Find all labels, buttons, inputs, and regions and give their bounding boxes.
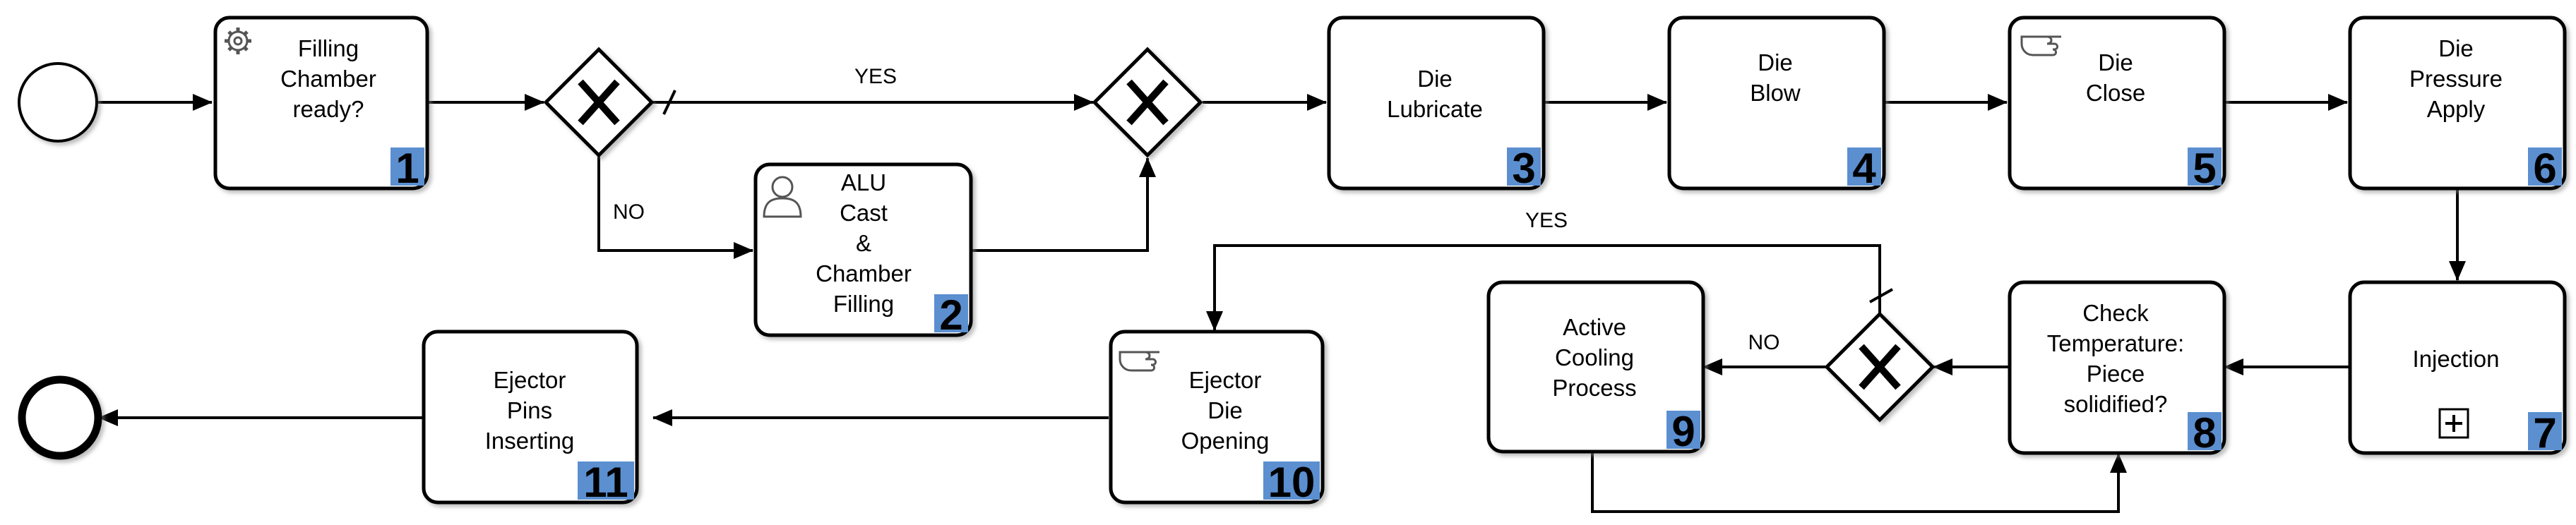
task-number: 2 [939,291,962,339]
task-label-line: Pressure [2409,66,2503,92]
task-box[interactable] [2008,280,2226,455]
user-icon [763,176,802,218]
task-number-badge [2188,412,2222,450]
task-number: 1 [395,145,419,192]
task-label-line: Process [1552,375,1636,401]
task-label-line: Piece [2087,361,2145,387]
task-number-badge [1507,147,1541,186]
task-label-line: Temperature: [2047,330,2184,356]
task-label-line: Check [2082,300,2149,326]
task-label-line: Ejector [1189,367,1262,393]
task-label-line: Die [2438,35,2474,61]
task-box[interactable] [1327,16,1546,191]
hand-icon [1119,351,1159,372]
task-number-badge [1847,147,1881,186]
task-box[interactable] [422,330,639,505]
flow-label-g1-no: NO [613,200,645,224]
exclusive-gateway-3[interactable] [1824,311,1936,423]
task-box[interactable] [2348,16,2567,191]
task-number-badge [578,461,634,500]
task-label-line: Blow [1750,80,1801,106]
task-number-badge [2528,412,2562,450]
task-label-line: Injection [2413,346,2500,372]
task-box[interactable] [2008,16,2226,191]
task-t7[interactable]: Injection 7 [2348,280,2567,457]
task-label-line: Active [1563,314,1626,340]
task-number: 6 [2533,145,2556,192]
task-label-line: ALU [841,169,886,195]
task-label-line: Cast [840,200,888,226]
task-label-line: Die [1417,66,1453,92]
task-number-badge [1263,461,1320,500]
flow-t2-to-g2[interactable] [971,157,1156,252]
end-event[interactable] [18,375,102,460]
task-label-line: Apply [2427,96,2486,122]
task-label-line: Lubricate [1387,96,1483,122]
hand-icon [2020,35,2061,56]
task-number-badge [934,294,968,332]
task-label-line: Cooling [1555,344,1634,370]
exclusive-gateway-1[interactable] [543,47,655,158]
default-flow-slash-g3 [1869,288,1893,303]
task-number: 4 [1852,145,1876,192]
task-number: 9 [1671,408,1695,455]
flow-g3-yes-to-t10[interactable] [1206,244,1881,331]
task-number: 11 [583,459,628,506]
flow-t9-to-t8-loop[interactable] [1591,452,2127,513]
task-label-line: Close [2086,80,2145,106]
exclusive-gateway-2[interactable] [1092,47,1203,158]
default-flow-slash-g1 [662,90,676,115]
task-label-line: Die [1758,49,1793,76]
start-event[interactable] [18,62,98,143]
task-number: 7 [2533,409,2556,457]
task-number-badge [1666,411,1700,449]
task-box[interactable] [1486,280,1705,454]
task-number: 10 [1268,459,1316,506]
task-box[interactable] [753,162,973,337]
flow-label-g1-yes: YES [854,65,897,88]
task-number-badge [2188,147,2222,186]
task-label-line: Filling [833,291,894,317]
task-number: 3 [1512,145,1535,192]
task-label-line: Die [2098,49,2133,76]
task-label-line: Chamber [280,66,376,92]
gear-icon [225,28,251,54]
task-number-badge [390,147,424,186]
task-label-line: Opening [1181,428,1270,454]
task-number: 8 [2193,409,2216,457]
task-box[interactable] [213,16,429,191]
task-number: 5 [2193,145,2216,192]
flow-label-g3-no: NO [1748,331,1780,354]
task-label-line: Filling [298,35,359,61]
task-box[interactable] [1109,330,1325,505]
task-label-line: Ejector [494,367,566,393]
task-box[interactable] [2348,280,2567,455]
task-label-line: ready? [293,96,364,122]
task-box[interactable] [1667,16,1886,191]
task-label-line: & [856,230,871,256]
task-label-line: Die [1208,397,1243,423]
task-label-line: Inserting [485,428,575,454]
subprocess-plus-icon[interactable] [2438,408,2469,439]
flow-g1-no-to-t2[interactable] [597,157,753,259]
sequence-flows [97,90,2466,513]
task-label-line: Chamber [816,260,912,286]
task-label-line: Pins [507,397,552,423]
flow-label-g3-yes: YES [1525,209,1568,232]
task-number-badge [2528,147,2562,186]
task-label-line: solidified? [2064,391,2168,417]
